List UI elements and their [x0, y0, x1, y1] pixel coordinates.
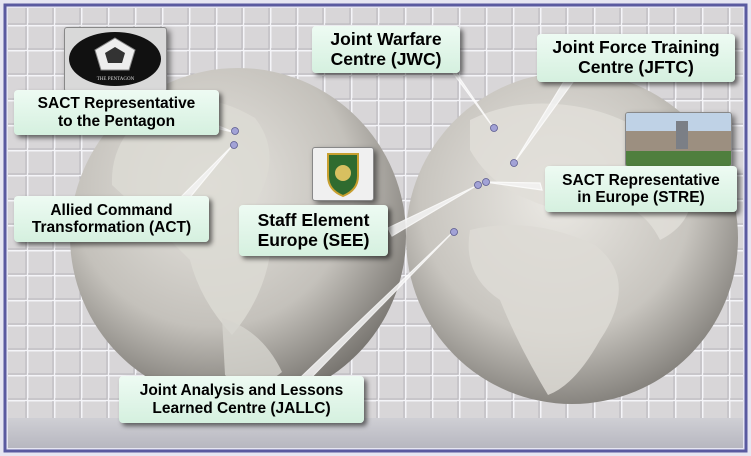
label-pentagon: SACT Representative to the Pentagon [14, 90, 219, 135]
stre-building-photo [625, 112, 732, 167]
label-stre: SACT Representative in Europe (STRE) [545, 166, 737, 212]
pentagon-seal-image: THE PENTAGON [64, 27, 167, 92]
label-jwc-line2: Centre (JWC) [330, 48, 442, 69]
label-jallc: Joint Analysis and Lessons Learned Centr… [119, 376, 364, 423]
label-pentagon-line2: to the Pentagon [57, 112, 176, 130]
connector-lines [174, 57, 574, 384]
label-act-line1: Allied Command [50, 201, 173, 219]
label-jallc-line1: Joint Analysis and Lessons [139, 382, 344, 400]
location-markers [230, 124, 518, 236]
label-see-line1: Staff Element [257, 209, 370, 230]
label-pentagon-line1: SACT Representative [37, 95, 196, 113]
label-stre-line1: SACT Representative [562, 171, 720, 189]
floor-strip [8, 418, 743, 448]
label-act: Allied Command Transformation (ACT) [14, 196, 209, 242]
see-emblem-image [312, 147, 374, 201]
label-jftc: Joint Force Training Centre (JFTC) [537, 34, 735, 82]
label-see-line2: Europe (SEE) [257, 229, 370, 250]
pentagon-seal-text: THE PENTAGON [96, 77, 135, 82]
label-see: Staff Element Europe (SEE) [239, 205, 388, 256]
label-jallc-line2: Learned Centre (JALLC) [152, 399, 331, 417]
label-jftc-line2: Centre (JFTC) [578, 57, 694, 77]
label-act-line2: Transformation (ACT) [31, 219, 192, 236]
label-jwc: Joint Warfare Centre (JWC) [312, 26, 460, 73]
frame-border [3, 3, 748, 453]
label-stre-line2: in Europe (STRE) [577, 189, 705, 206]
label-jftc-line1: Joint Force Training [552, 37, 720, 58]
label-jwc-line1: Joint Warfare [330, 28, 442, 49]
